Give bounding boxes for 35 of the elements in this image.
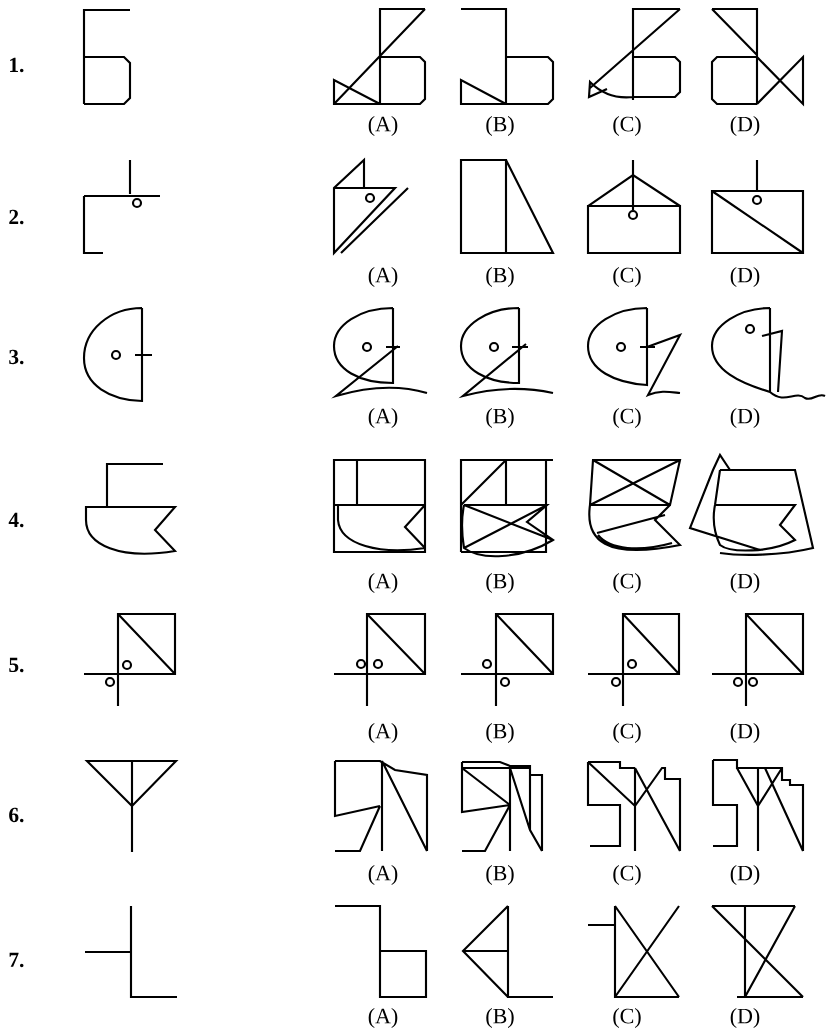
option-label: (C) xyxy=(613,408,641,428)
option-label: (C) xyxy=(613,1008,641,1028)
option-label: (D) xyxy=(730,1008,760,1028)
option-label: (B) xyxy=(486,1008,514,1028)
option-label: (A) xyxy=(368,723,398,743)
option-label: (C) xyxy=(613,267,641,287)
option-label: (D) xyxy=(730,573,760,593)
option-label: (D) xyxy=(730,408,760,428)
option-label: (B) xyxy=(486,267,514,287)
option-label: (D) xyxy=(730,116,760,136)
question-number: 1. xyxy=(10,57,24,73)
question-number: 3. xyxy=(9,349,24,365)
option-label: (B) xyxy=(486,408,514,428)
option-label: (D) xyxy=(730,865,760,885)
option-label: (B) xyxy=(486,573,514,593)
option-label: (B) xyxy=(486,116,514,136)
option-label: (B) xyxy=(486,723,514,743)
option-label: (D) xyxy=(730,267,760,287)
option-label: (A) xyxy=(368,1008,398,1028)
option-label: (A) xyxy=(368,408,398,428)
question-number: 2. xyxy=(9,209,24,225)
option-label: (D) xyxy=(730,723,760,743)
option-label: (C) xyxy=(613,116,641,136)
option-label: (C) xyxy=(613,723,641,743)
option-label: (B) xyxy=(486,865,514,885)
question-number: 4. xyxy=(8,512,24,528)
option-label: (C) xyxy=(613,573,641,593)
option-label: (A) xyxy=(368,573,398,593)
option-label: (C) xyxy=(613,865,641,885)
option-label: (A) xyxy=(368,116,398,136)
option-label: (A) xyxy=(368,865,398,885)
question-number: 7. xyxy=(9,952,24,968)
question-number: 6. xyxy=(9,807,24,823)
option-label: (A) xyxy=(368,267,398,287)
question-number: 5. xyxy=(9,657,24,673)
